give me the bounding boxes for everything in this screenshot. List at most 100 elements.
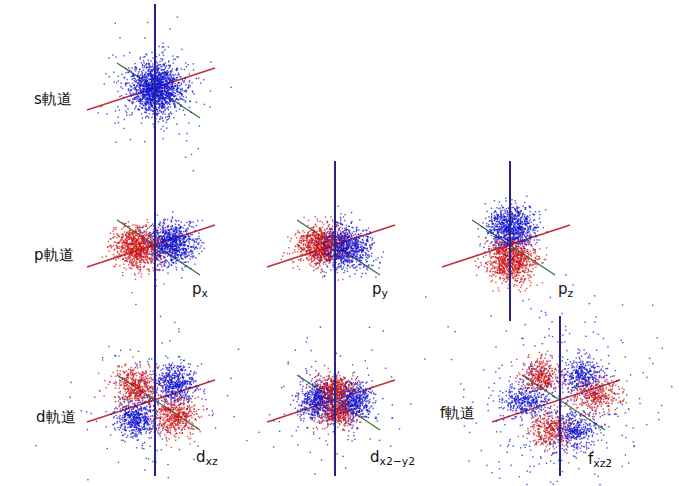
cloud-dot xyxy=(161,85,162,86)
cloud-dot xyxy=(189,73,190,74)
cloud-dot xyxy=(146,110,147,111)
cloud-dot xyxy=(170,106,171,107)
cloud-dot xyxy=(159,81,160,82)
cloud-dot xyxy=(177,85,178,86)
cloud-dot xyxy=(164,106,165,107)
cloud-dot xyxy=(139,99,140,100)
cloud-dot xyxy=(162,60,163,61)
cloud-dot xyxy=(145,106,146,107)
cloud-dot xyxy=(159,269,160,270)
cloud-dot xyxy=(157,67,158,68)
cloud-dot xyxy=(106,113,107,114)
cloud-dot xyxy=(112,230,113,231)
cloud-dot xyxy=(148,69,149,70)
cloud-dot xyxy=(146,86,147,87)
cloud-dot xyxy=(175,85,176,86)
cloud-dot xyxy=(171,89,172,90)
cloud-dot xyxy=(127,108,128,109)
cloud-dot xyxy=(132,98,133,99)
cloud-dot xyxy=(157,109,158,110)
cloud-dot xyxy=(138,89,139,90)
cloud-dot xyxy=(175,99,176,100)
cloud-dot xyxy=(157,78,158,79)
cloud-dot xyxy=(157,90,158,91)
cloud-dot xyxy=(165,117,166,118)
cloud-dot xyxy=(151,70,152,71)
cloud-dot xyxy=(140,81,141,82)
cloud-dot xyxy=(181,94,182,95)
cloud-dot xyxy=(161,112,162,113)
cloud-dot xyxy=(159,87,160,88)
cloud-dot xyxy=(115,56,116,57)
cloud-dot xyxy=(146,219,147,220)
cloud-dot xyxy=(159,118,160,119)
cloud-dot xyxy=(169,77,170,78)
cloud-dot xyxy=(121,255,122,256)
cloud-dot xyxy=(162,113,163,114)
cloud-dot xyxy=(166,76,167,77)
cloud-dot xyxy=(162,58,163,59)
cloud-dot xyxy=(153,78,154,79)
cloud-dot xyxy=(146,77,147,78)
cloud-dot xyxy=(159,101,160,102)
cloud-dot xyxy=(145,72,146,73)
cloud-dot xyxy=(167,89,168,90)
cloud-dot xyxy=(170,89,171,90)
cloud-dot xyxy=(149,90,150,91)
cloud-dot xyxy=(104,83,105,84)
cloud-dot xyxy=(97,112,98,113)
cloud-dot xyxy=(173,88,174,89)
cloud-dot xyxy=(159,104,160,105)
cloud-dot xyxy=(162,93,163,94)
cloud-dot xyxy=(113,81,114,82)
cloud-dot xyxy=(180,106,181,107)
cloud-dot xyxy=(136,82,137,83)
cloud-dot xyxy=(159,106,160,107)
cloud-dot xyxy=(173,90,174,91)
cloud-dot xyxy=(119,37,120,38)
cloud-dot xyxy=(147,116,148,117)
cloud-dot xyxy=(136,80,137,81)
cloud-dot xyxy=(148,106,149,107)
cloud-dot xyxy=(167,107,168,108)
cloud-dot xyxy=(134,63,135,64)
cloud-dot xyxy=(134,108,135,109)
cloud-dot xyxy=(157,101,158,102)
cloud-dot xyxy=(169,28,170,29)
cloud-dot xyxy=(146,97,147,98)
cloud-dot xyxy=(169,74,170,75)
cloud-dot xyxy=(129,226,130,227)
cloud-dot xyxy=(168,83,169,84)
cloud-dot xyxy=(180,93,181,94)
cloud-dot xyxy=(152,93,153,94)
cloud-dot xyxy=(164,91,165,92)
cloud-dot xyxy=(137,95,138,96)
cloud-dot xyxy=(134,99,135,100)
cloud-dot xyxy=(143,60,144,61)
cloud-dot xyxy=(166,87,167,88)
cloud-dot xyxy=(149,82,150,83)
cloud-dot xyxy=(166,127,167,128)
cloud-dot xyxy=(128,67,129,68)
cloud-dot xyxy=(179,85,180,86)
cloud-dot xyxy=(139,105,140,106)
cloud-dot xyxy=(169,66,170,67)
cloud-dot xyxy=(170,93,171,94)
cloud-dot xyxy=(112,54,113,55)
cloud-dot xyxy=(156,66,157,67)
cloud-dot xyxy=(148,91,149,92)
cloud-dot xyxy=(149,108,150,109)
cloud-dot xyxy=(134,69,135,70)
cloud-dot xyxy=(135,99,136,100)
cloud-dot xyxy=(170,100,171,101)
cloud-dot xyxy=(194,263,195,264)
cloud-dot xyxy=(196,101,197,102)
cloud-dot xyxy=(160,96,161,97)
cloud-dot xyxy=(175,95,176,96)
cloud-dot xyxy=(147,101,148,102)
cloud-dot xyxy=(125,72,126,73)
cloud-dot xyxy=(166,119,167,120)
cloud-dot xyxy=(168,92,169,93)
cloud-dot xyxy=(162,76,163,77)
